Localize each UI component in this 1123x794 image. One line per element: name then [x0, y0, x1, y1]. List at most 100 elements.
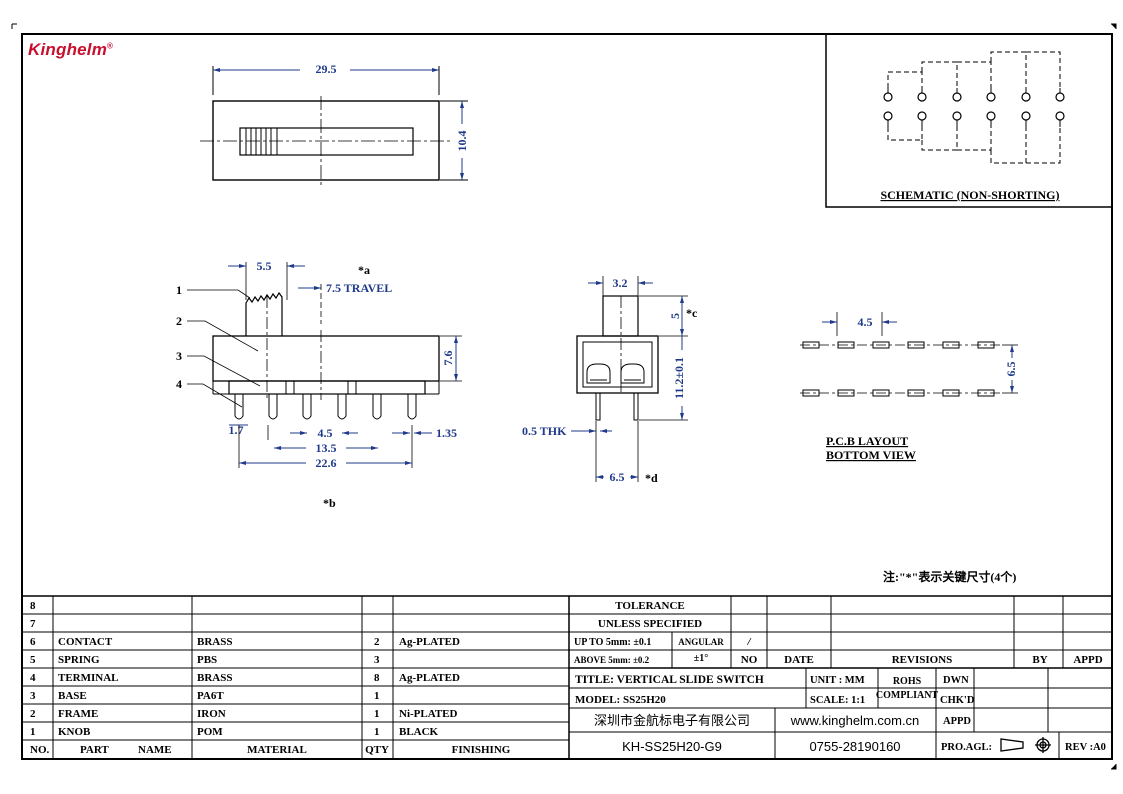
bom-row-finishing: Ag-PLATED [399, 636, 460, 648]
bom-row-no: 4 [30, 672, 36, 684]
schematic-links [887, 51, 1061, 164]
revision-label: REV :A0 [1065, 742, 1106, 753]
callout-2: 2 [176, 314, 182, 328]
callout-4: 4 [176, 377, 182, 391]
schematic-contact [1021, 111, 1031, 121]
pcb-layout: 4.5 6.5 P.C.B LAYOUT BOTTOM VIEW [800, 312, 1018, 462]
pcb-title: P.C.B LAYOUT [826, 434, 908, 448]
terminal-pin [268, 394, 278, 420]
terminal-pin [302, 394, 312, 420]
tolerance-above: ABOVE 5mm: ±0.2 [574, 655, 650, 665]
model-label: MODEL: SS25H20 [575, 694, 666, 706]
terminal-pin [372, 394, 382, 420]
pcb-pad [802, 389, 820, 397]
top-height-dim: 10.4 [455, 131, 469, 152]
schematic-contact [952, 111, 962, 121]
registered-mark: ® [107, 41, 114, 51]
angular-mark: / [746, 636, 751, 648]
bom-row-no: 2 [30, 708, 36, 720]
bom-row-finishing: Ag-PLATED [399, 672, 460, 684]
pcb-pad [942, 389, 960, 397]
kinghelm-logo: Kinghelm® [28, 40, 113, 60]
star-a-label: *a [358, 263, 370, 277]
pcb-pad [872, 389, 890, 397]
part-number: KH-SS25H20-G9 [622, 739, 722, 754]
pcb-pad [837, 341, 855, 349]
pin-width-dim: 1.7 [229, 423, 244, 437]
schematic-contact [1055, 111, 1065, 121]
top-view: 29.5 10.4 [200, 62, 469, 186]
knob-grip [245, 128, 278, 155]
bom-row-part: SPRING [58, 654, 100, 666]
title-block-text: TOLERANCE UNLESS SPECIFIED UP TO 5mm: ±0… [574, 600, 1106, 754]
bom-header-part: PART [80, 744, 109, 756]
bom-header-finishing: FINISHING [452, 744, 511, 756]
bom-row-material: BRASS [197, 672, 232, 684]
bom-header: NO. PART NAME MATERIAL QTY FINISHING [30, 744, 511, 756]
schematic-contact [917, 92, 927, 102]
pcb-pad [977, 341, 995, 349]
schematic-contact [952, 92, 962, 102]
projection-label: PRO.AGL: [941, 742, 992, 753]
pcb-pad [942, 341, 960, 349]
star-c-label: *c [686, 306, 698, 320]
schematic-contact [1055, 92, 1065, 102]
unless-specified-label: UNLESS SPECIFIED [598, 618, 702, 630]
schematic-contact [883, 111, 893, 121]
bom-row-qty: 8 [374, 672, 380, 684]
bom-row-no: 3 [30, 690, 36, 702]
bom-header-qty: QTY [365, 744, 389, 756]
tolerance-label: TOLERANCE [615, 600, 684, 612]
schematic-contact [883, 92, 893, 102]
bom-row-no: 8 [30, 600, 36, 612]
chkd-label: CHK'D [940, 695, 975, 706]
bom-row-material: PA6T [197, 690, 224, 702]
schematic-contact [986, 111, 996, 121]
bom-header-no: NO. [30, 744, 50, 756]
corner-marks [11, 23, 1117, 770]
pcb-pad [802, 341, 820, 349]
end-knob-height-dim: 5 [668, 313, 682, 319]
sheet-border [21, 33, 1113, 760]
terminal-pin [234, 394, 244, 420]
schematic-contacts [883, 88, 1065, 127]
bom-row-part: TERMINAL [58, 672, 119, 684]
projection-symbol [1000, 737, 1051, 753]
rohs-compliant-label: COMPLIANT [876, 690, 939, 701]
dwn-label: DWN [943, 675, 969, 686]
bom-row-no: 7 [30, 618, 36, 630]
base-slot [285, 380, 295, 395]
callout-3: 3 [176, 349, 182, 363]
travel-dim: 7.5 TRAVEL [326, 281, 392, 295]
key-dimension-note: 注:"*"表示关键尺寸(4个) [883, 569, 1016, 584]
outer-span-dim: 22.6 [316, 456, 337, 470]
bom-header-name: NAME [138, 744, 172, 756]
pcb-pad [907, 389, 925, 397]
thickness-dim: 0.5 THK [522, 424, 567, 438]
schematic-panel: SCHEMATIC (NON-SHORTING) [825, 33, 1113, 208]
bom-row-finishing: BLACK [399, 726, 439, 738]
star-d-label: *d [645, 471, 658, 485]
base-slot [347, 380, 357, 395]
pcb-subtitle: BOTTOM VIEW [826, 448, 916, 462]
bom-row-qty: 1 [374, 726, 380, 738]
company-phone: 0755-28190160 [809, 739, 900, 754]
pcb-pitch-dim: 4.5 [858, 315, 873, 329]
bom-row-qty: 1 [374, 690, 380, 702]
end-view: 3.2 5 *c 11.2±0.1 0.5 THK [522, 276, 698, 485]
knob-width-dim: 5.5 [257, 259, 272, 273]
bom-row-part: KNOB [58, 726, 91, 738]
callout-1: 1 [176, 283, 182, 297]
schematic-contact [986, 92, 996, 102]
company-website: www.kinghelm.com.cn [790, 713, 920, 728]
pin-thickness-dim: 1.35 [436, 426, 457, 440]
rohs-label: ROHS [893, 676, 922, 687]
pcb-row-dim: 6.5 [1004, 362, 1018, 377]
side-pins [234, 380, 417, 420]
bom-row-material: POM [197, 726, 223, 738]
schematic-contact [1021, 92, 1031, 102]
title-block-grid [569, 596, 1112, 759]
scale-label: SCALE: 1:1 [810, 695, 865, 706]
